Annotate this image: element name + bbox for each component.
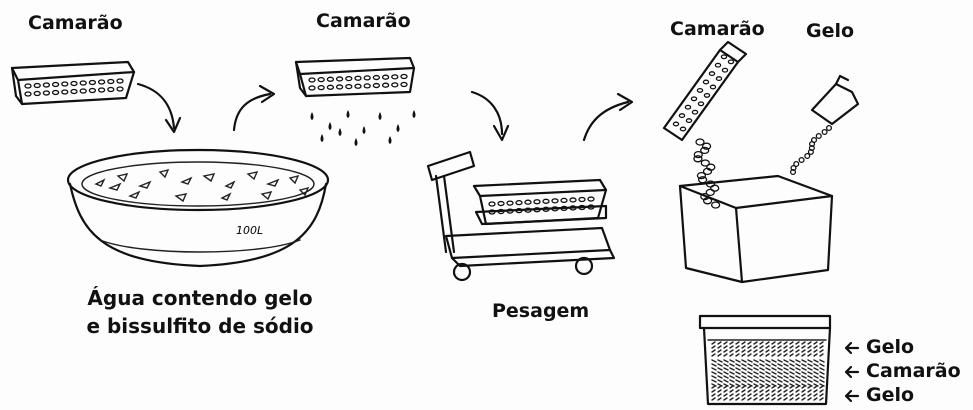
label-shrimp-1: Camarão	[28, 12, 123, 34]
label-weighing: Pesagem	[492, 300, 590, 322]
layered-box	[698, 314, 832, 406]
arrow-down-1	[136, 82, 182, 134]
arrow-down-3	[470, 90, 510, 142]
tilted-shrimp-basket	[662, 40, 748, 142]
ice-water-tub	[66, 148, 330, 268]
shrimp-basket-3	[472, 178, 608, 226]
label-shrimp-3: Camarão	[670, 18, 765, 40]
tub-caption: Água contendo gelo e bissulfito de sódio	[60, 284, 340, 340]
tub-caption-line-2: e bissulfito de sódio	[86, 314, 314, 338]
shrimp-basket-2	[294, 56, 416, 146]
storage-box	[678, 174, 834, 284]
tub-caption-line-1: Água contendo gelo	[87, 286, 313, 310]
ice-scoop	[810, 74, 860, 126]
arrow-up-4	[582, 92, 634, 142]
arrow-up-2	[232, 84, 276, 132]
falling-shrimp-and-ice	[693, 124, 833, 209]
shrimp-basket-1	[10, 60, 136, 106]
label-ice: Gelo	[806, 20, 855, 42]
tub-volume-mark: 100L	[236, 224, 263, 237]
layer-label-2: Camarão	[866, 360, 961, 382]
layer-arrows	[844, 341, 860, 403]
weighing-scale	[426, 150, 616, 282]
layer-label-1: Gelo	[866, 336, 915, 358]
label-shrimp-2: Camarão	[316, 10, 411, 32]
layer-label-3: Gelo	[866, 384, 915, 406]
